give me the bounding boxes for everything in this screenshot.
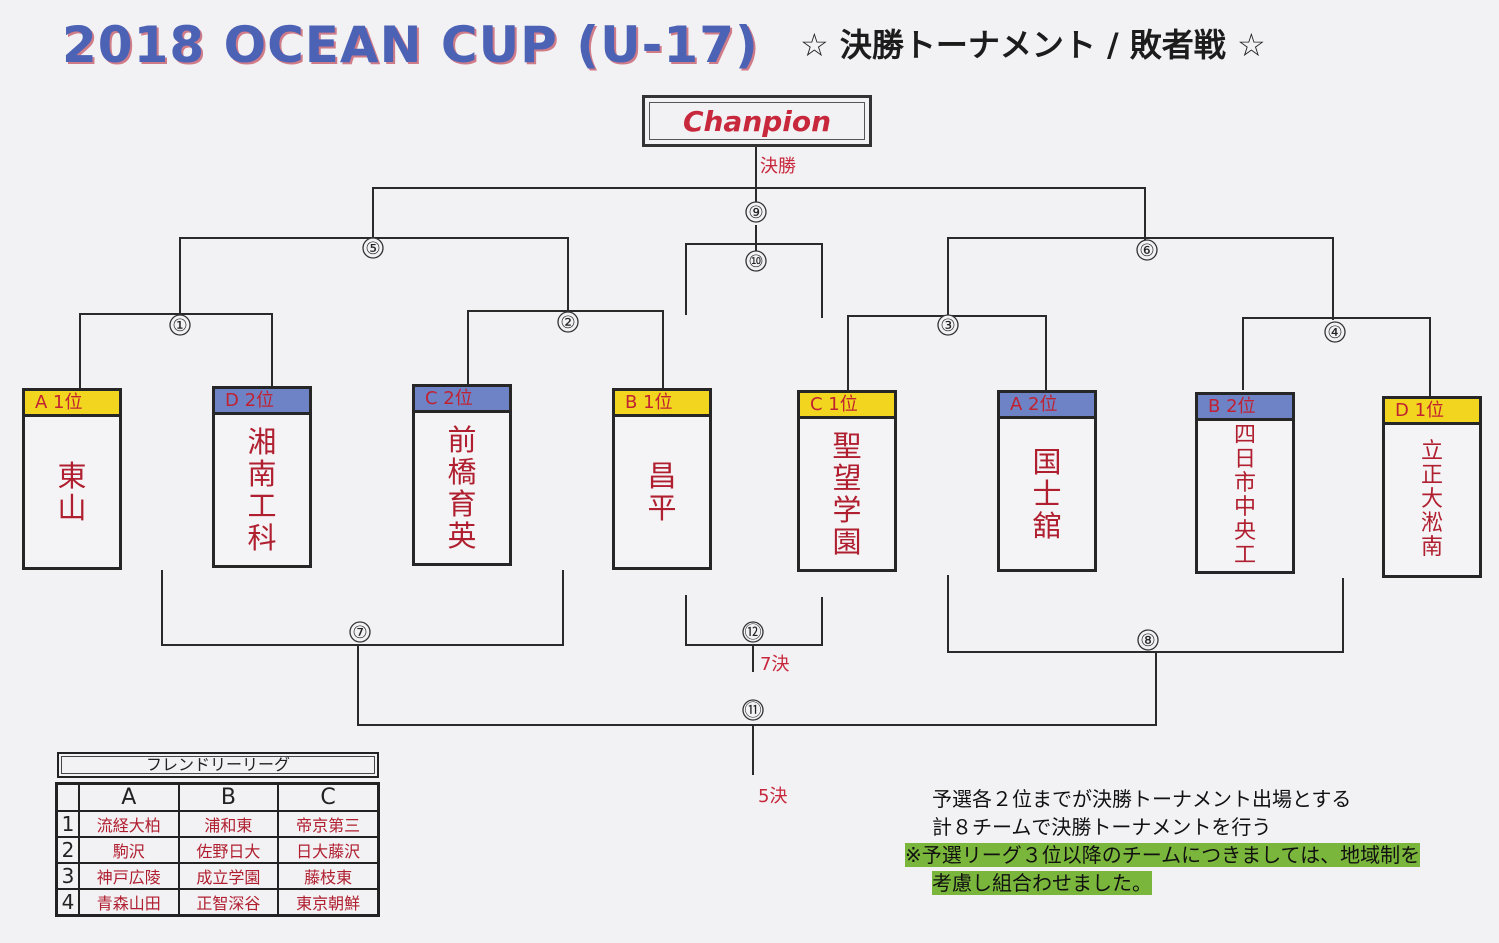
match-9: ⑨ <box>748 203 763 223</box>
match-4: ④ <box>1327 323 1342 343</box>
seed-badge: D 1位 <box>1385 399 1479 425</box>
row-number: 1 <box>55 810 80 838</box>
table-cell: 東京朝鮮 <box>277 888 380 917</box>
match-10: ⑩ <box>748 252 763 272</box>
match-1: ① <box>172 316 187 336</box>
table-cell: 成立学園 <box>177 862 280 890</box>
team-card: B 1位 昌平 <box>612 388 712 570</box>
friendly-league-table: フレンドリーリーグ A B C 1 流経大柏 浦和東 帝京第三 2 駒沢 佐野日… <box>55 752 380 917</box>
seed-badge: B 1位 <box>615 391 709 417</box>
note-line: ※予選リーグ３位以降のチームにつきましては、地域制を <box>905 841 1421 869</box>
table-cell: 日大藤沢 <box>277 836 380 864</box>
table-cell: 流経大柏 <box>78 810 180 838</box>
table-cell: 神戸広陵 <box>78 862 180 890</box>
fifth-place-label: 5決 <box>758 786 788 807</box>
note-highlight: 考慮し組合わせました。 <box>932 871 1152 895</box>
match-2: ② <box>560 313 575 333</box>
team-card: D 1位 立正大淞南 <box>1382 396 1482 578</box>
row-number: 2 <box>55 836 80 864</box>
column-header: A <box>78 782 180 812</box>
seventh-place-label: 7決 <box>760 654 790 675</box>
team-name: 四日市中央工 <box>1233 423 1256 568</box>
champion-box: Chanpion <box>642 95 872 147</box>
notes: 予選各２位までが決勝トーナメント出場とする 計８チームで決勝トーナメントを行う … <box>905 785 1421 897</box>
table-cell: 駒沢 <box>78 836 180 864</box>
team-card: C 1位 聖望学園 <box>797 390 897 572</box>
table-cell: 浦和東 <box>177 810 280 838</box>
team-name: 立正大淞南 <box>1420 439 1443 560</box>
table-cell: 佐野日大 <box>177 836 280 864</box>
team-card: C 2位 前橋育英 <box>412 384 512 566</box>
column-header: B <box>177 782 280 812</box>
note-line: 計８チームで決勝トーナメントを行う <box>932 815 1272 839</box>
table-row: 1 流経大柏 浦和東 帝京第三 <box>55 810 380 838</box>
page-subtitle: ☆ 決勝トーナメント / 敗者戦 ☆ <box>800 26 1266 64</box>
seed-badge: D 2位 <box>215 389 309 415</box>
table-row: 2 駒沢 佐野日大 日大藤沢 <box>55 836 380 864</box>
column-header: C <box>277 782 380 812</box>
team-card: A 2位 国士舘 <box>997 390 1097 572</box>
team-name: 東山 <box>57 459 87 525</box>
seed-badge: C 1位 <box>800 393 894 419</box>
seed-badge: A 2位 <box>1000 393 1094 419</box>
table-cell: 帝京第三 <box>277 810 380 838</box>
table-row: 4 青森山田 正智深谷 東京朝鮮 <box>55 888 380 917</box>
row-number: 3 <box>55 862 80 890</box>
seed-badge: C 2位 <box>415 387 509 413</box>
table-row: 3 神戸広陵 成立学園 藤枝東 <box>55 862 380 890</box>
row-number: 4 <box>55 888 80 917</box>
team-card: A 1位 東山 <box>22 388 122 570</box>
team-card: D 2位 湘南工科 <box>212 386 312 568</box>
match-7: ⑦ <box>352 623 367 643</box>
match-11: ⑪ <box>745 701 762 721</box>
note-line: 予選各２位までが決勝トーナメント出場とする <box>932 787 1352 811</box>
note-highlight: ※予選リーグ３位以降のチームにつきましては、地域制を <box>905 843 1421 867</box>
match-3: ③ <box>940 316 955 336</box>
team-card: B 2位 四日市中央工 <box>1195 392 1295 574</box>
final-label: 決勝 <box>760 156 796 177</box>
table-cell: 青森山田 <box>78 888 180 917</box>
seed-badge: B 2位 <box>1198 395 1292 421</box>
seed-badge: A 1位 <box>25 391 119 417</box>
table-cell: 藤枝東 <box>277 862 380 890</box>
team-name: 聖望学園 <box>832 429 862 559</box>
team-name: 前橋育英 <box>447 423 477 553</box>
table-cell: 正智深谷 <box>177 888 280 917</box>
league-grid: A B C 1 流経大柏 浦和東 帝京第三 2 駒沢 佐野日大 日大藤沢 3 神… <box>55 782 380 917</box>
match-6: ⑥ <box>1139 241 1154 261</box>
match-5: ⑤ <box>365 239 380 259</box>
friendly-league-title: フレンドリーリーグ <box>57 752 379 778</box>
match-8: ⑧ <box>1140 631 1155 651</box>
match-12: ⑫ <box>745 623 762 643</box>
page-title: 2018 OCEAN CUP (U-17) <box>62 16 759 74</box>
team-name: 昌平 <box>647 459 677 525</box>
team-name: 湘南工科 <box>247 425 277 555</box>
note-line: 考慮し組合わせました。 <box>905 869 1420 897</box>
corner-cell <box>55 782 80 812</box>
team-name: 国士舘 <box>1032 445 1062 543</box>
